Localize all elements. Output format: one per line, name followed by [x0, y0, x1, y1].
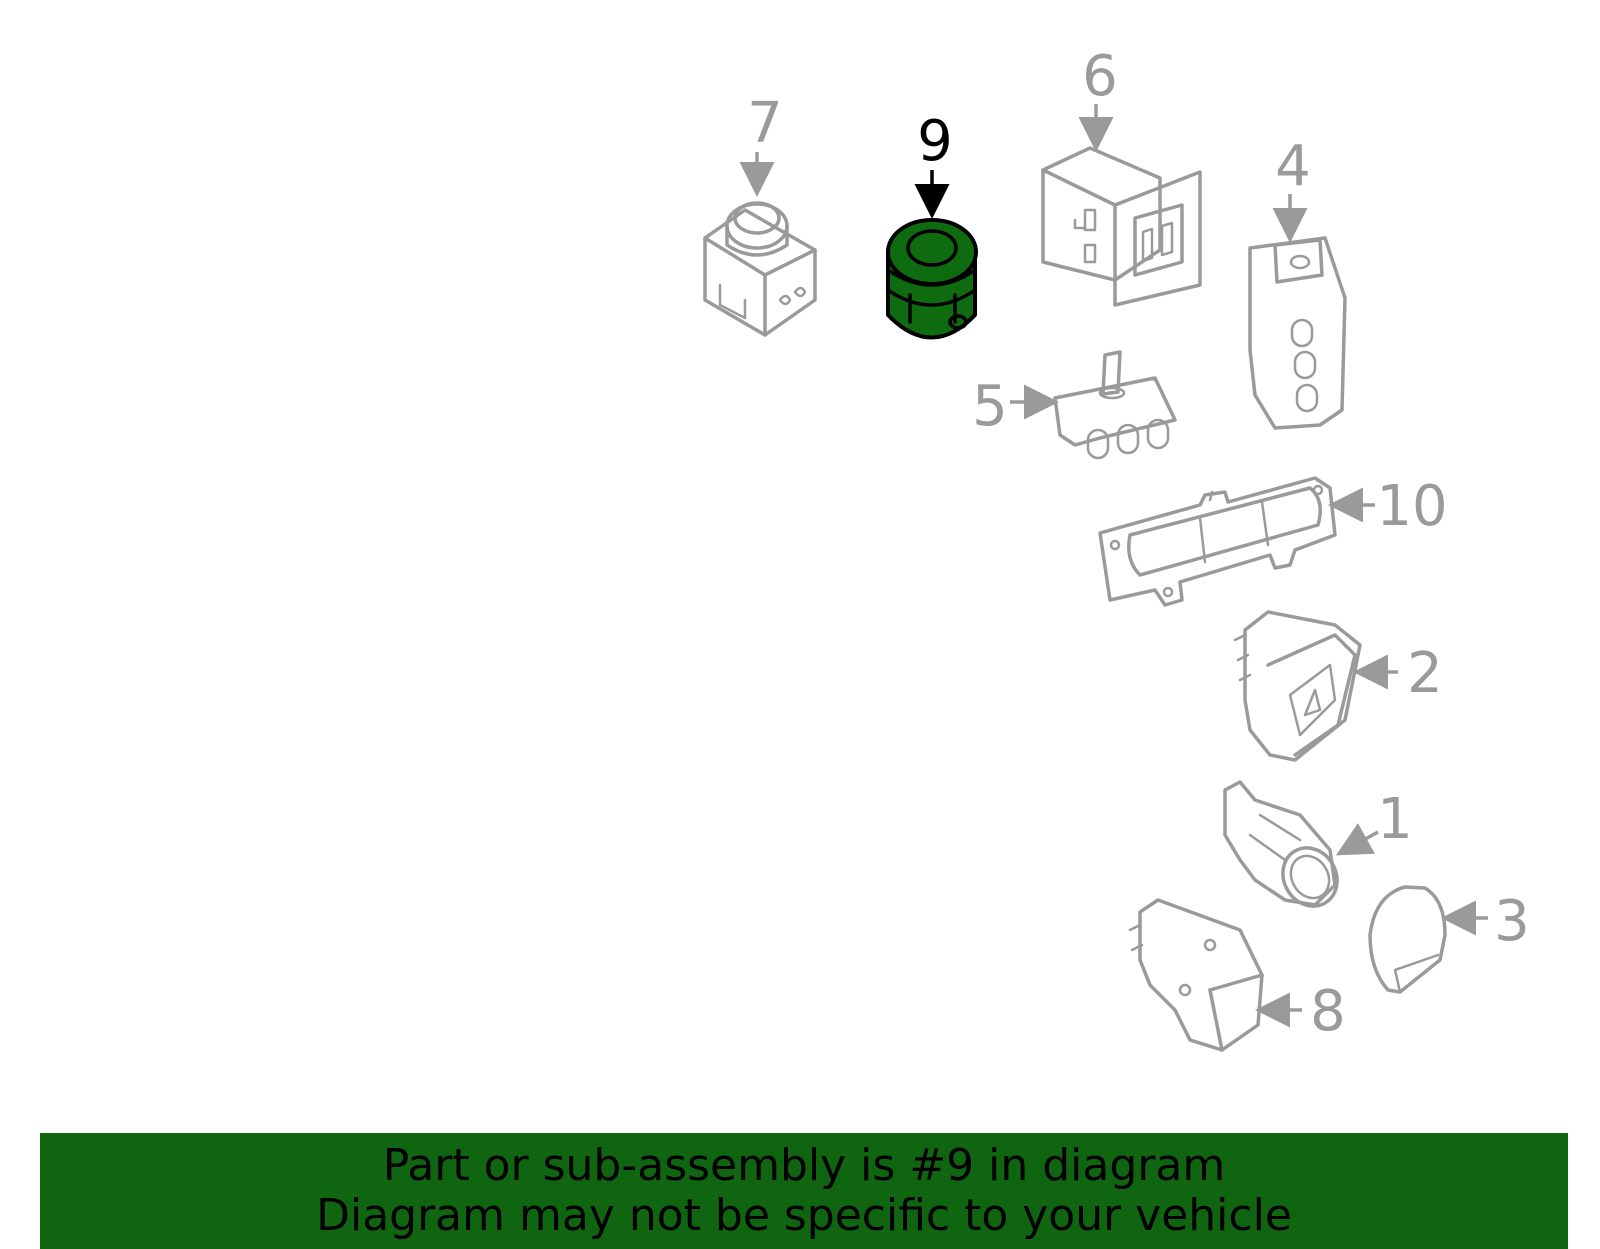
part-4-control-panel[interactable] [1248, 236, 1347, 430]
callout-2: 2 [1407, 641, 1443, 706]
info-banner: Part or sub-assembly is #9 in diagram Di… [40, 1133, 1568, 1249]
part-9-highlighted-knob[interactable] [886, 218, 978, 340]
banner-line-2: Diagram may not be specific to your vehi… [316, 1190, 1292, 1241]
callout-5: 5 [972, 374, 1008, 439]
callout-1: 1 [1377, 787, 1413, 852]
part-7-knob-switch[interactable] [703, 201, 817, 337]
callout-3: 3 [1494, 889, 1530, 954]
part-2-square-switch[interactable] [1233, 610, 1362, 762]
callout-6: 6 [1082, 44, 1118, 109]
callout-8: 8 [1310, 979, 1346, 1044]
part-8-rectangular-switch[interactable] [1128, 898, 1264, 1052]
callout-9: 9 [917, 109, 953, 174]
leader-1 [1335, 823, 1379, 856]
part-5-toggle-switch[interactable] [1053, 350, 1177, 460]
part-6-switch-module[interactable] [1041, 146, 1202, 307]
part-10-bezel-panel[interactable] [1098, 476, 1337, 607]
banner-line-1: Part or sub-assembly is #9 in diagram [382, 1140, 1226, 1191]
callout-7: 7 [747, 91, 783, 156]
callout-4: 4 [1275, 134, 1311, 199]
callout-10: 10 [1376, 474, 1447, 539]
part-1-round-button[interactable] [1223, 780, 1348, 916]
part-3-cover-cap[interactable] [1368, 885, 1447, 994]
